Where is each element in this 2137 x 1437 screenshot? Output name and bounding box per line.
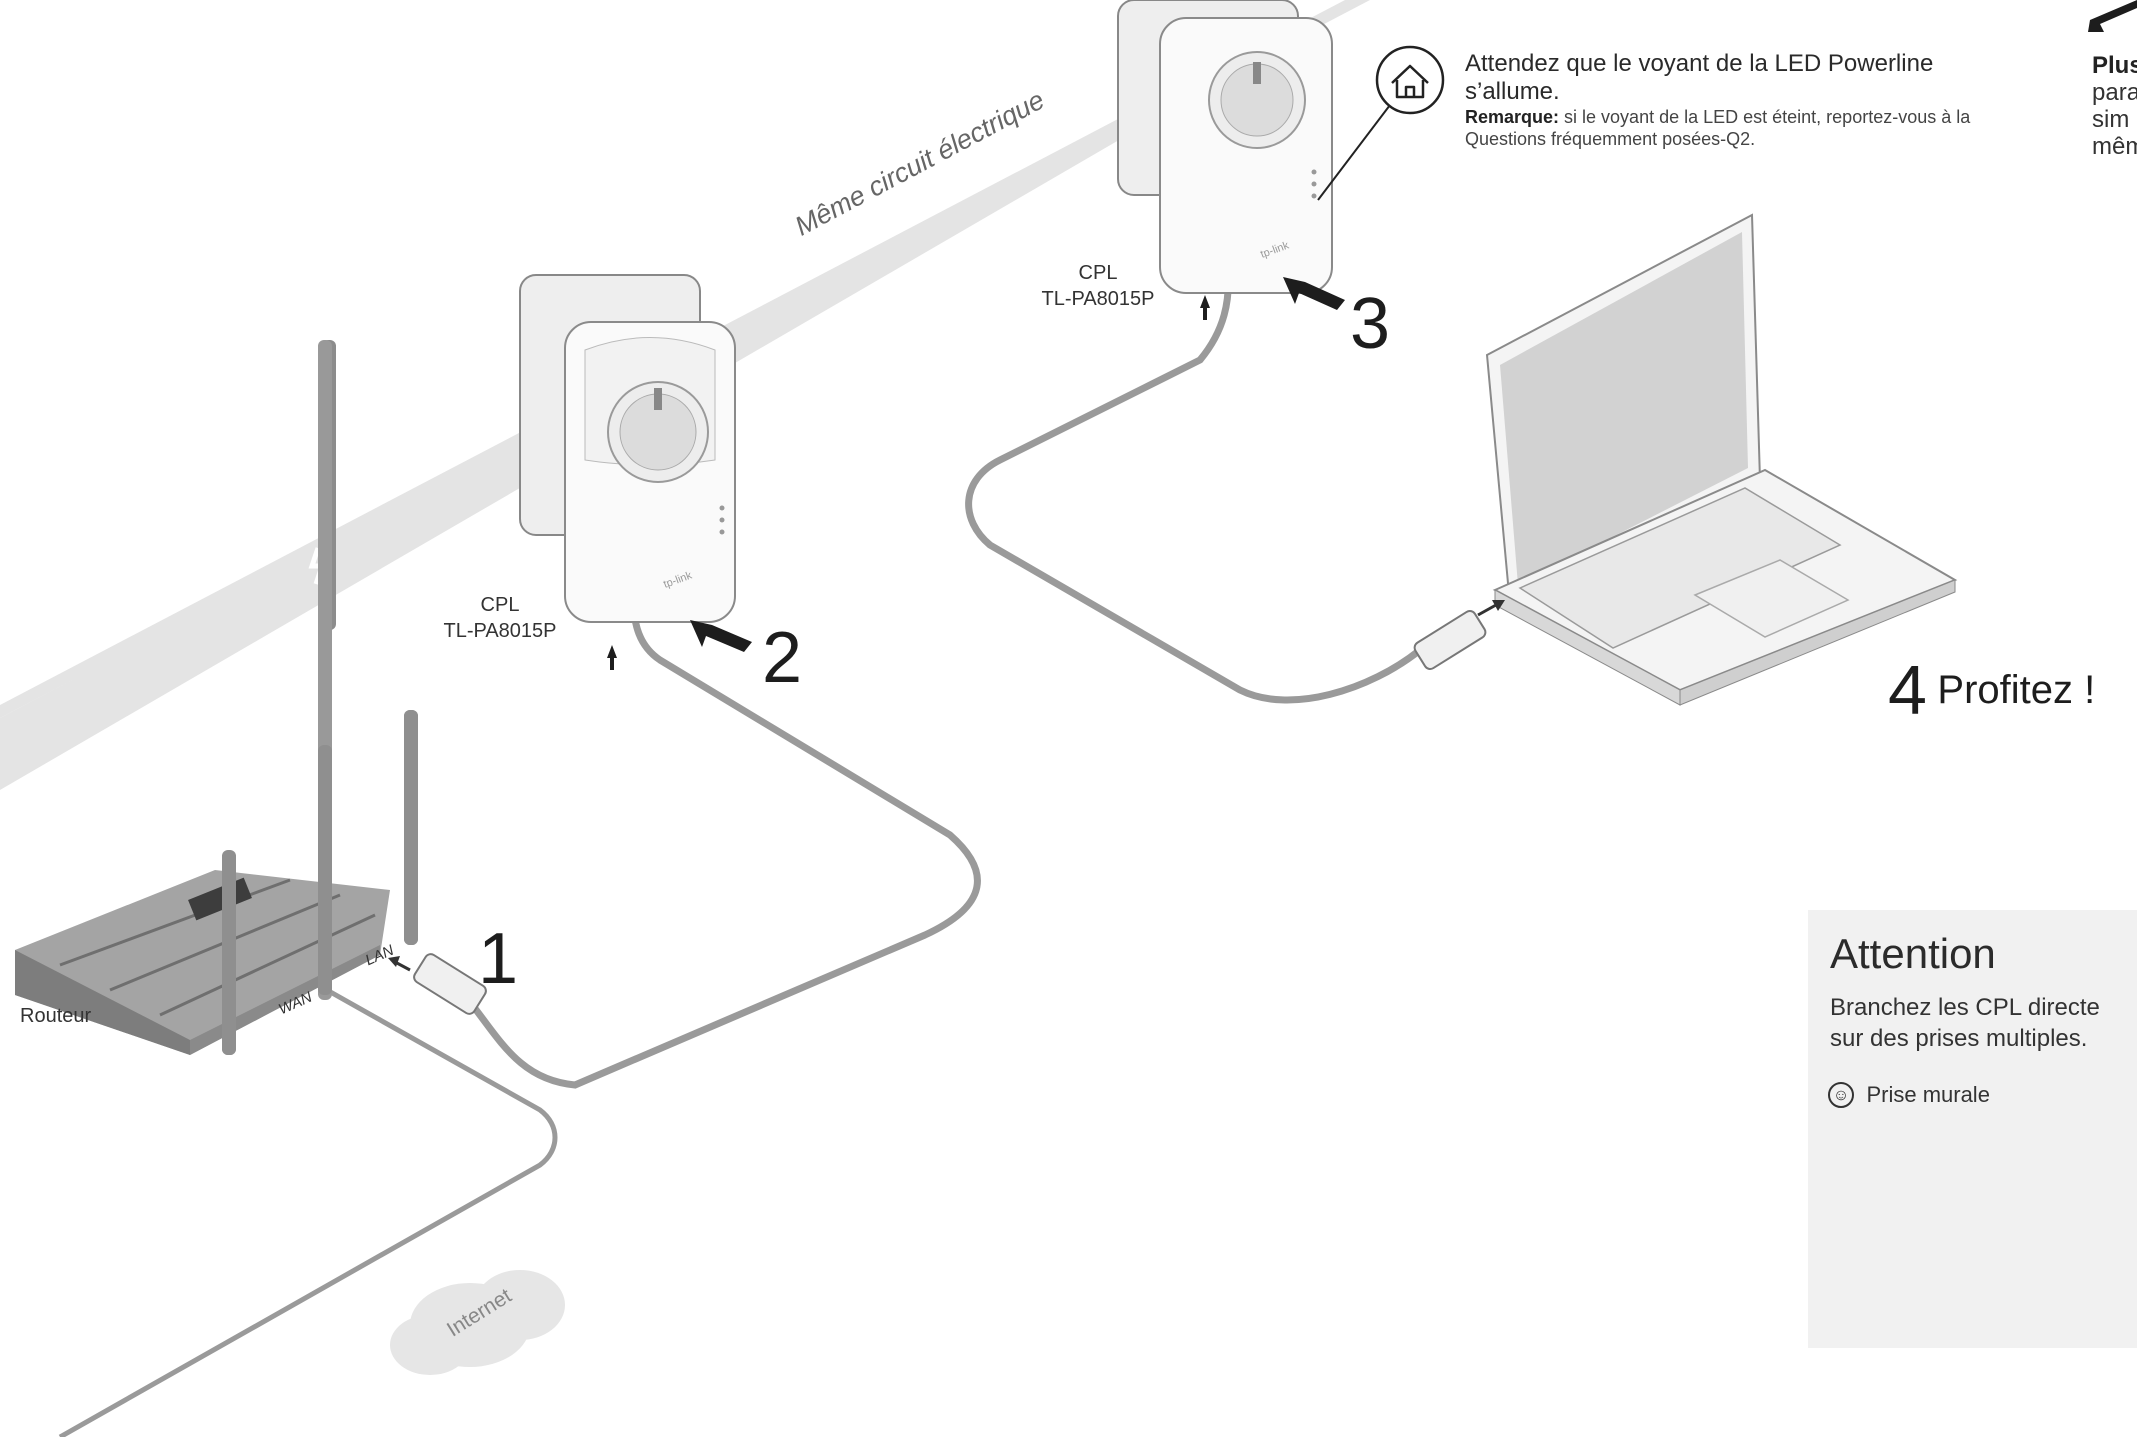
side-note-line3: sim bbox=[2092, 106, 2137, 133]
powerline-adapter-left: tp-link bbox=[520, 275, 735, 622]
smiley-icon: ☺ bbox=[1828, 1082, 1854, 1108]
attention-title: Attention bbox=[1830, 930, 1996, 978]
step-4-number: 4 bbox=[1888, 651, 1927, 729]
router-antenna bbox=[318, 745, 332, 995]
attention-line2: sur des prises multiples. bbox=[1830, 1023, 2137, 1054]
adapter-left-type: CPL bbox=[420, 592, 580, 618]
powerline-adapter-right: tp-link bbox=[1118, 0, 1332, 293]
cable-internet bbox=[60, 985, 555, 1437]
ethernet-plug-laptop bbox=[1412, 600, 1505, 671]
step-2-number: 2 bbox=[762, 622, 802, 694]
step-1-number: 1 bbox=[478, 923, 518, 995]
ethernet-plug-router bbox=[388, 952, 488, 1016]
attention-text: Branchez les CPL directe sur des prises … bbox=[1830, 992, 2137, 1054]
led-info-title: Attendez que le voyant de la LED Powerli… bbox=[1465, 50, 2025, 106]
arrow-partial-icon bbox=[2088, 0, 2137, 32]
cable-router-to-adapter bbox=[470, 570, 977, 1085]
side-note-line1: Plus bbox=[2092, 52, 2137, 79]
router-antenna bbox=[222, 850, 236, 1055]
arrow-up-right bbox=[1200, 295, 1210, 320]
router-label: Routeur bbox=[20, 1003, 91, 1029]
led-info-note: Remarque: si le voyant de la LED est éte… bbox=[1465, 106, 2035, 150]
arrow-step2 bbox=[690, 620, 752, 652]
side-note-line2: para bbox=[2092, 79, 2137, 106]
side-note-line4: mêm bbox=[2092, 133, 2137, 160]
adapter-right-model: TL-PA8015P bbox=[1018, 286, 1178, 312]
laptop bbox=[1487, 215, 1955, 705]
step-4-text: Profitez ! bbox=[1937, 668, 2095, 712]
side-note: Plus para sim mêm bbox=[2092, 52, 2137, 160]
house-icon bbox=[1377, 47, 1443, 113]
adapter-left-label: CPL TL-PA8015P bbox=[420, 592, 580, 644]
adapter-right-label: CPL TL-PA8015P bbox=[1018, 260, 1178, 312]
adapter-right-type: CPL bbox=[1018, 260, 1178, 286]
adapter-left-model: TL-PA8015P bbox=[420, 618, 580, 644]
arrow-up-left bbox=[607, 645, 617, 670]
step-4: 4 Profitez ! bbox=[1888, 650, 2095, 730]
wall-outlet-option: ☺ Prise murale bbox=[1828, 1082, 1990, 1108]
led-note-label: Remarque: bbox=[1465, 107, 1559, 127]
attention-line1: Branchez les CPL directe bbox=[1830, 992, 2137, 1023]
router-antenna bbox=[404, 710, 418, 945]
wall-outlet-label: Prise murale bbox=[1866, 1082, 1989, 1107]
led-info: Attendez que le voyant de la LED Powerli… bbox=[1465, 50, 2035, 150]
step-3-number: 3 bbox=[1350, 288, 1390, 360]
